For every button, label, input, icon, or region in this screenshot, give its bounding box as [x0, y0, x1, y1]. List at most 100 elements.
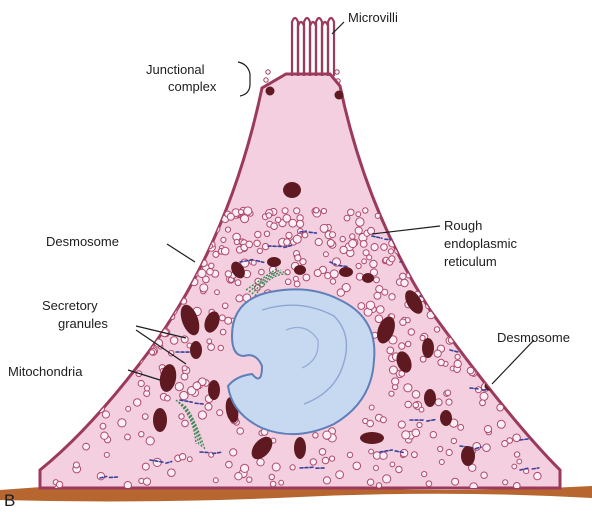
- secretory-granule: [257, 459, 264, 466]
- secretory-granule: [239, 210, 244, 215]
- secretory-granule: [374, 466, 379, 471]
- secretory-granule: [401, 279, 408, 286]
- secretory-granule: [534, 472, 541, 479]
- secretory-granule: [481, 372, 487, 378]
- secretory-granule: [179, 414, 184, 419]
- label-desmosome-right: Desmosome: [497, 330, 570, 345]
- secretory-granule: [405, 401, 412, 408]
- secretory-granule: [348, 209, 354, 215]
- secretory-granule: [142, 414, 148, 420]
- secretory-granule: [213, 478, 218, 483]
- secretory-granule: [412, 452, 418, 458]
- secretory-granule: [247, 477, 252, 482]
- secretory-granule: [367, 479, 373, 485]
- secretory-granule: [426, 481, 432, 487]
- secretory-granule: [433, 283, 440, 290]
- secretory-granule: [255, 231, 261, 237]
- secretory-granule: [388, 249, 393, 254]
- secretory-granule: [330, 232, 336, 238]
- secretory-granule: [420, 335, 425, 340]
- secretory-granule: [143, 344, 149, 350]
- secretory-granule: [289, 219, 297, 227]
- label-rer-line2: endoplasmic: [444, 236, 517, 251]
- secretory-granule: [480, 400, 486, 406]
- secretory-granule: [376, 483, 381, 488]
- secretory-granule: [222, 303, 228, 309]
- secretory-granule: [454, 360, 461, 367]
- secretory-granule: [119, 374, 126, 381]
- mitochondrion: [422, 338, 434, 358]
- secretory-granule: [367, 420, 374, 427]
- secretory-granule: [514, 452, 519, 457]
- secretory-granule: [356, 263, 361, 268]
- secretory-granule: [451, 438, 456, 443]
- secretory-granule: [235, 280, 241, 286]
- secretory-granule: [420, 356, 426, 362]
- mitochondrion: [153, 408, 167, 432]
- secretory-granule: [336, 471, 344, 479]
- secretory-granule: [225, 317, 232, 324]
- secretory-granule: [182, 366, 187, 371]
- mitochondrion: [461, 446, 475, 466]
- secretory-granule: [319, 449, 326, 456]
- secretory-granule: [434, 350, 441, 357]
- mitochondrion: [362, 273, 374, 283]
- secretory-granule: [320, 224, 328, 232]
- label-microvilli: Microvilli: [348, 10, 398, 25]
- label-desmosome-left: Desmosome: [46, 234, 119, 249]
- secretory-granule: [400, 449, 407, 456]
- secretory-granule: [476, 387, 482, 393]
- secretory-granule: [355, 227, 362, 234]
- secretory-granule: [366, 301, 374, 309]
- label-mitochondria: Mitochondria: [8, 364, 83, 379]
- secretory-granule: [400, 319, 406, 325]
- secretory-granule: [330, 456, 335, 461]
- secretory-granule: [512, 464, 517, 469]
- secretory-granule: [404, 384, 412, 392]
- secretory-granule: [438, 446, 443, 451]
- secretory-granule: [497, 420, 505, 428]
- secretory-granule: [183, 244, 190, 251]
- secretory-granule: [198, 235, 206, 243]
- secretory-granule: [218, 345, 223, 350]
- secretory-granule: [303, 274, 310, 281]
- secretory-granule: [314, 208, 319, 213]
- secretory-granule: [353, 462, 361, 470]
- secretory-granule: [417, 422, 422, 427]
- secretory-granule: [124, 482, 131, 489]
- secretory-granule: [198, 411, 206, 419]
- secretory-granule: [458, 425, 464, 431]
- secretory-granule: [170, 284, 178, 292]
- secretory-granule: [282, 208, 288, 214]
- mitochondrion: [339, 267, 353, 277]
- secretory-granule: [125, 434, 131, 440]
- secretory-granule: [370, 260, 377, 267]
- secretory-granule: [387, 347, 394, 354]
- secretory-granule: [394, 213, 400, 219]
- secretory-granule: [138, 380, 144, 386]
- secretory-granule: [275, 217, 280, 222]
- secretory-granule: [165, 279, 173, 287]
- secretory-granule: [396, 213, 401, 218]
- microvilli: [292, 18, 334, 76]
- secretory-granule: [517, 459, 522, 464]
- secretory-granule: [198, 269, 206, 277]
- secretory-granule: [179, 454, 185, 460]
- label-junctional-complex-line2: complex: [168, 79, 217, 94]
- secretory-granule: [159, 299, 164, 304]
- mitochondrion: [360, 432, 384, 444]
- mitochondrion: [424, 389, 436, 407]
- secretory-granule: [237, 428, 244, 435]
- secretory-granule: [145, 386, 150, 391]
- secretory-granule: [139, 432, 144, 437]
- secretory-granule: [295, 255, 301, 261]
- secretory-granule: [358, 303, 365, 310]
- secretory-granule: [200, 284, 208, 292]
- mitochondrion: [294, 265, 306, 275]
- secretory-granule: [402, 431, 410, 439]
- secretory-granule: [503, 480, 508, 485]
- secretory-granule: [271, 223, 278, 230]
- secretory-granule: [412, 429, 420, 437]
- secretory-granule: [374, 277, 380, 283]
- secretory-granule: [198, 234, 206, 242]
